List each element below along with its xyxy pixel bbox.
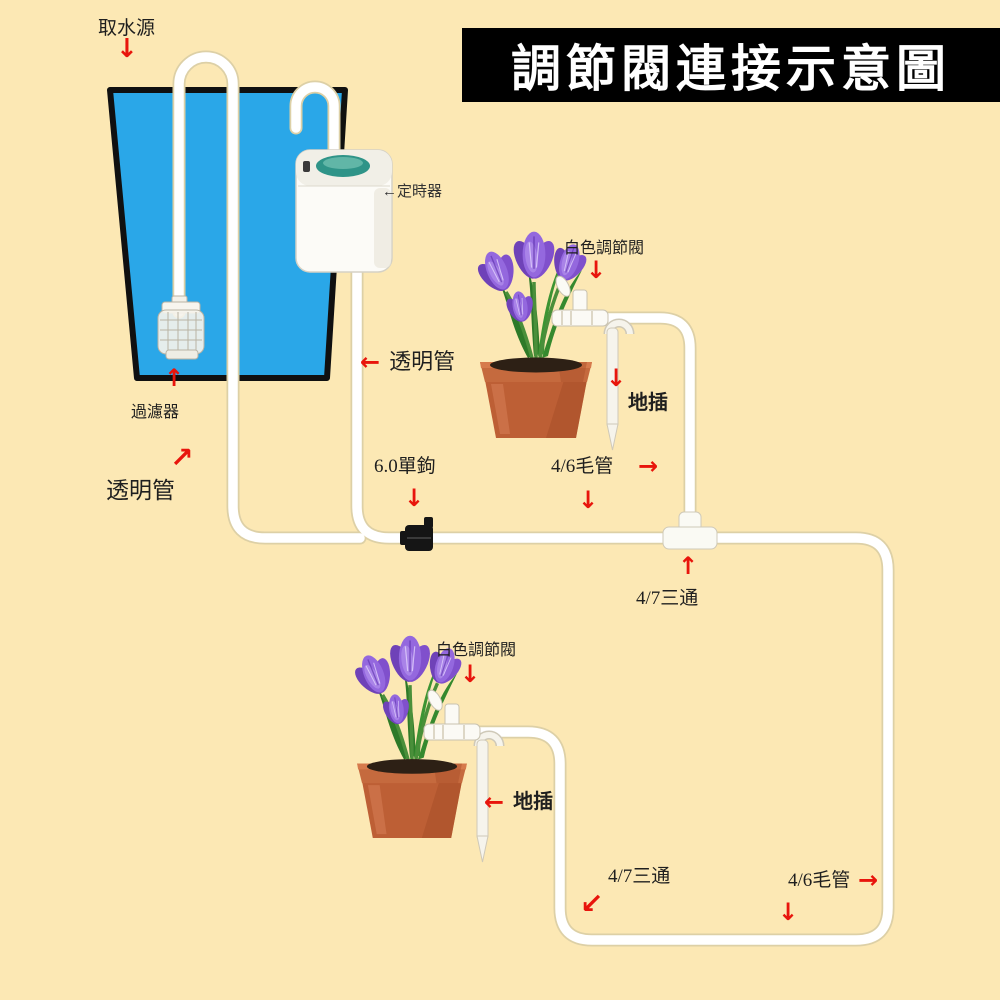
- white-valve-top-arrow-icon: ↓: [586, 256, 607, 284]
- tube-bucket-to-line: [174, 52, 365, 543]
- stake-top-label: 地插: [628, 392, 668, 414]
- tee-connector-top: [662, 511, 718, 550]
- stake-top-arrow-icon: ↓: [606, 364, 627, 392]
- diagram-title: 調節閥連接示意圖: [462, 28, 1000, 102]
- capillary-bottom-arrow-down-icon: ↓: [778, 898, 799, 926]
- timer-device: [295, 149, 393, 273]
- filter-label: 過濾器: [131, 404, 180, 421]
- clear-tube-mid-group: ← 透明管: [360, 348, 455, 376]
- plant-top: [469, 232, 594, 438]
- tube-timer-hook: [291, 82, 339, 155]
- stake-bottom-arrow-icon: ←: [484, 788, 505, 816]
- capillary-bottom-arrow-right-icon: →: [858, 866, 879, 894]
- capillary-top-arrow-right-icon: →: [638, 452, 659, 480]
- white-valve-bottom-arrow-icon: ↓: [460, 660, 481, 688]
- white-valve-top-label: 白色調節閥: [564, 240, 645, 257]
- white-valve-bottom: [423, 686, 481, 741]
- filter: [157, 295, 205, 360]
- water-source-label: 取水源: [98, 18, 156, 39]
- single-hook-label: 6.0單鉤: [374, 456, 436, 477]
- tee-bottom-label: 4/7三通: [608, 866, 671, 887]
- timer-label: ←定時器: [382, 183, 443, 200]
- stake-bottom-group: ← 地插: [484, 788, 553, 816]
- clear-tube-mid-arrow-icon: ←: [360, 348, 381, 376]
- filter-arrow-icon: ↑: [164, 364, 185, 392]
- clear-tube-left-label: 透明管: [106, 478, 175, 503]
- capillary-top-label: 4/6毛管: [551, 456, 614, 477]
- stake-bottom-label: 地插: [513, 790, 554, 813]
- capillary-top-arrow-down-icon: ↓: [578, 486, 599, 514]
- clear-tube-mid-label: 透明管: [389, 349, 456, 375]
- single-hook-arrow-icon: ↓: [404, 484, 425, 512]
- tube-main-line: [352, 261, 893, 945]
- tee-bottom-arrow-icon: ↙: [580, 887, 604, 920]
- single-hook-clamp: [400, 517, 433, 551]
- capillary-bottom-label: 4/6毛管: [788, 870, 851, 891]
- water-source-arrow-icon: ↓: [116, 34, 138, 64]
- tubing: [172, 50, 895, 947]
- tube-top-branch: [581, 313, 695, 543]
- tee-top-label: 4/7三通: [636, 588, 699, 609]
- white-valve-bottom-label: 白色調節閥: [436, 642, 517, 659]
- clear-tube-left-arrow-icon: ↗: [170, 441, 194, 474]
- tee-top-arrow-icon: ↑: [678, 552, 699, 580]
